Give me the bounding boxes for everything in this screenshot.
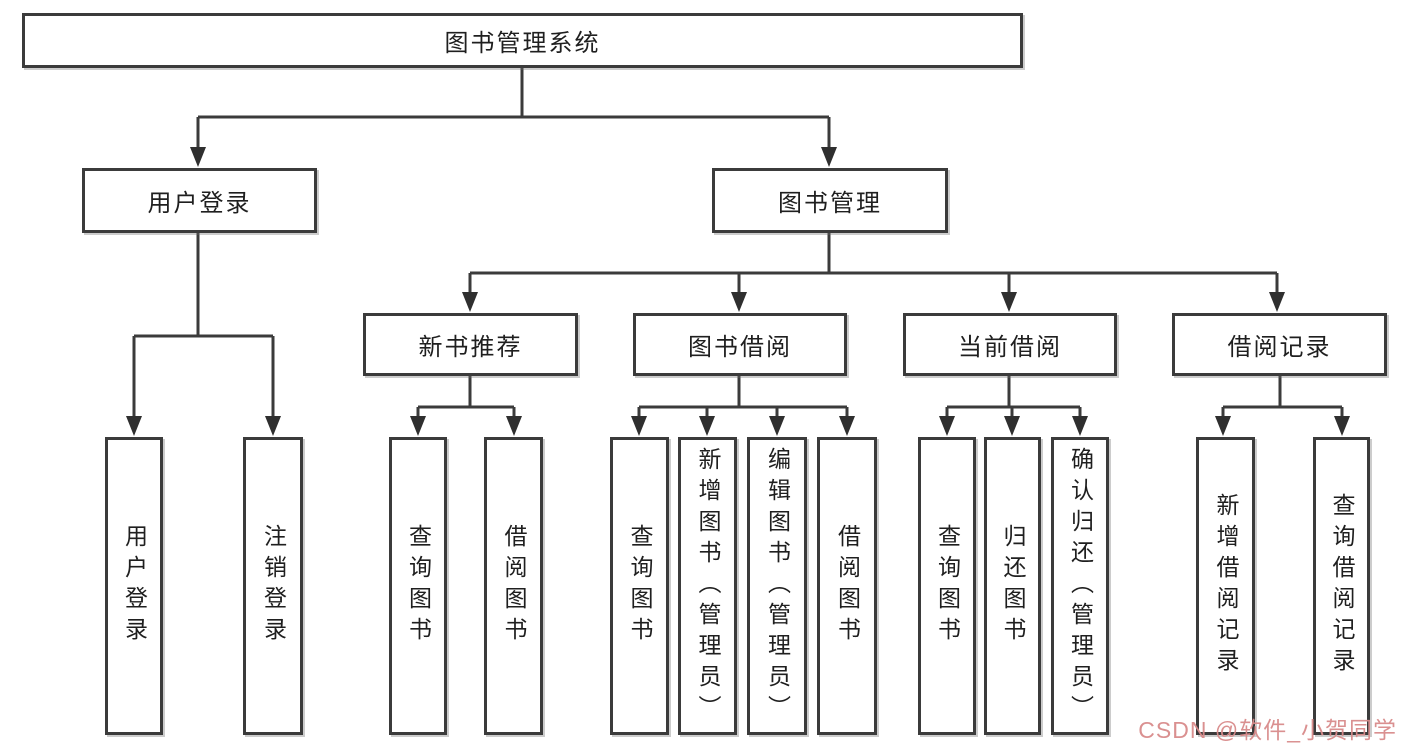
arrowhead [821, 147, 837, 167]
node-label: 当前借阅 [958, 334, 1062, 361]
arrowhead [462, 292, 478, 312]
leaf-add-books-admin: 新增图书（管理员） [678, 437, 737, 735]
node-user-login: 用户登录 [82, 168, 317, 233]
leaf-label: 查询图书 [934, 524, 961, 648]
arrowhead [265, 416, 281, 436]
arrowhead [506, 416, 522, 436]
arrowhead [126, 416, 142, 436]
leaf-user-login: 用户登录 [105, 437, 163, 735]
arrowhead [731, 292, 747, 312]
leaf-label: 注销登录 [260, 524, 287, 648]
leaf-confirm-return-admin: 确认归还（管理员） [1051, 437, 1109, 735]
arrowhead [1215, 416, 1231, 436]
leaf-label: 归还图书 [1000, 524, 1026, 648]
arrowhead [631, 416, 647, 436]
arrowhead [939, 416, 955, 436]
connector-lines [132, 68, 1344, 419]
leaf-logout: 注销登录 [243, 437, 303, 735]
arrowhead [1072, 416, 1088, 436]
leaf-borrow-books-2: 借阅图书 [817, 437, 877, 735]
leaf-label: 新增借阅记录 [1213, 493, 1239, 679]
leaf-add-borrow-record: 新增借阅记录 [1196, 437, 1255, 735]
leaf-label: 确认归还（管理员） [1067, 446, 1094, 726]
leaf-label: 借阅图书 [501, 524, 527, 648]
node-label: 图书管理 [778, 190, 882, 217]
leaf-label: 查询借阅记录 [1329, 493, 1355, 679]
node-label: 新书推荐 [418, 334, 523, 361]
leaf-label: 查询图书 [405, 524, 432, 648]
arrowheads [126, 147, 1350, 436]
node-label: 图书借阅 [688, 334, 792, 361]
node-borrow-records: 借阅记录 [1172, 313, 1387, 376]
node-label: 用户登录 [147, 190, 252, 217]
arrowhead [1269, 292, 1285, 312]
node-label: 图书管理系统 [444, 30, 601, 57]
leaf-label: 借阅图书 [834, 524, 861, 648]
leaf-query-borrow-record: 查询借阅记录 [1313, 437, 1370, 735]
leaf-return-books: 归还图书 [984, 437, 1041, 735]
arrowhead [1001, 292, 1017, 312]
leaf-query-books-1: 查询图书 [389, 437, 447, 735]
arrowhead [190, 147, 206, 167]
node-book-borrowing: 图书借阅 [633, 313, 847, 376]
leaf-label: 新增图书（管理员） [695, 446, 721, 726]
arrowhead [1004, 416, 1020, 436]
leaf-query-books-3: 查询图书 [918, 437, 976, 735]
arrowhead [410, 416, 426, 436]
leaf-edit-books-admin: 编辑图书（管理员） [747, 437, 807, 735]
node-current-borrowing: 当前借阅 [903, 313, 1117, 376]
arrowhead [1334, 416, 1350, 436]
csdn-watermark: CSDN @软件_小贺同学 [1138, 717, 1397, 743]
node-root-system: 图书管理系统 [22, 13, 1023, 68]
arrowhead [769, 416, 785, 436]
node-book-management: 图书管理 [712, 168, 948, 233]
node-label: 借阅记录 [1227, 334, 1332, 361]
leaf-label: 用户登录 [121, 524, 148, 648]
node-new-book-recommend: 新书推荐 [363, 313, 578, 376]
arrowhead [839, 416, 855, 436]
leaf-borrow-books-1: 借阅图书 [484, 437, 543, 735]
leaf-query-books-2: 查询图书 [610, 437, 669, 735]
arrowhead [699, 416, 715, 436]
leaf-label: 编辑图书（管理员） [764, 446, 791, 726]
leaf-label: 查询图书 [627, 524, 653, 648]
